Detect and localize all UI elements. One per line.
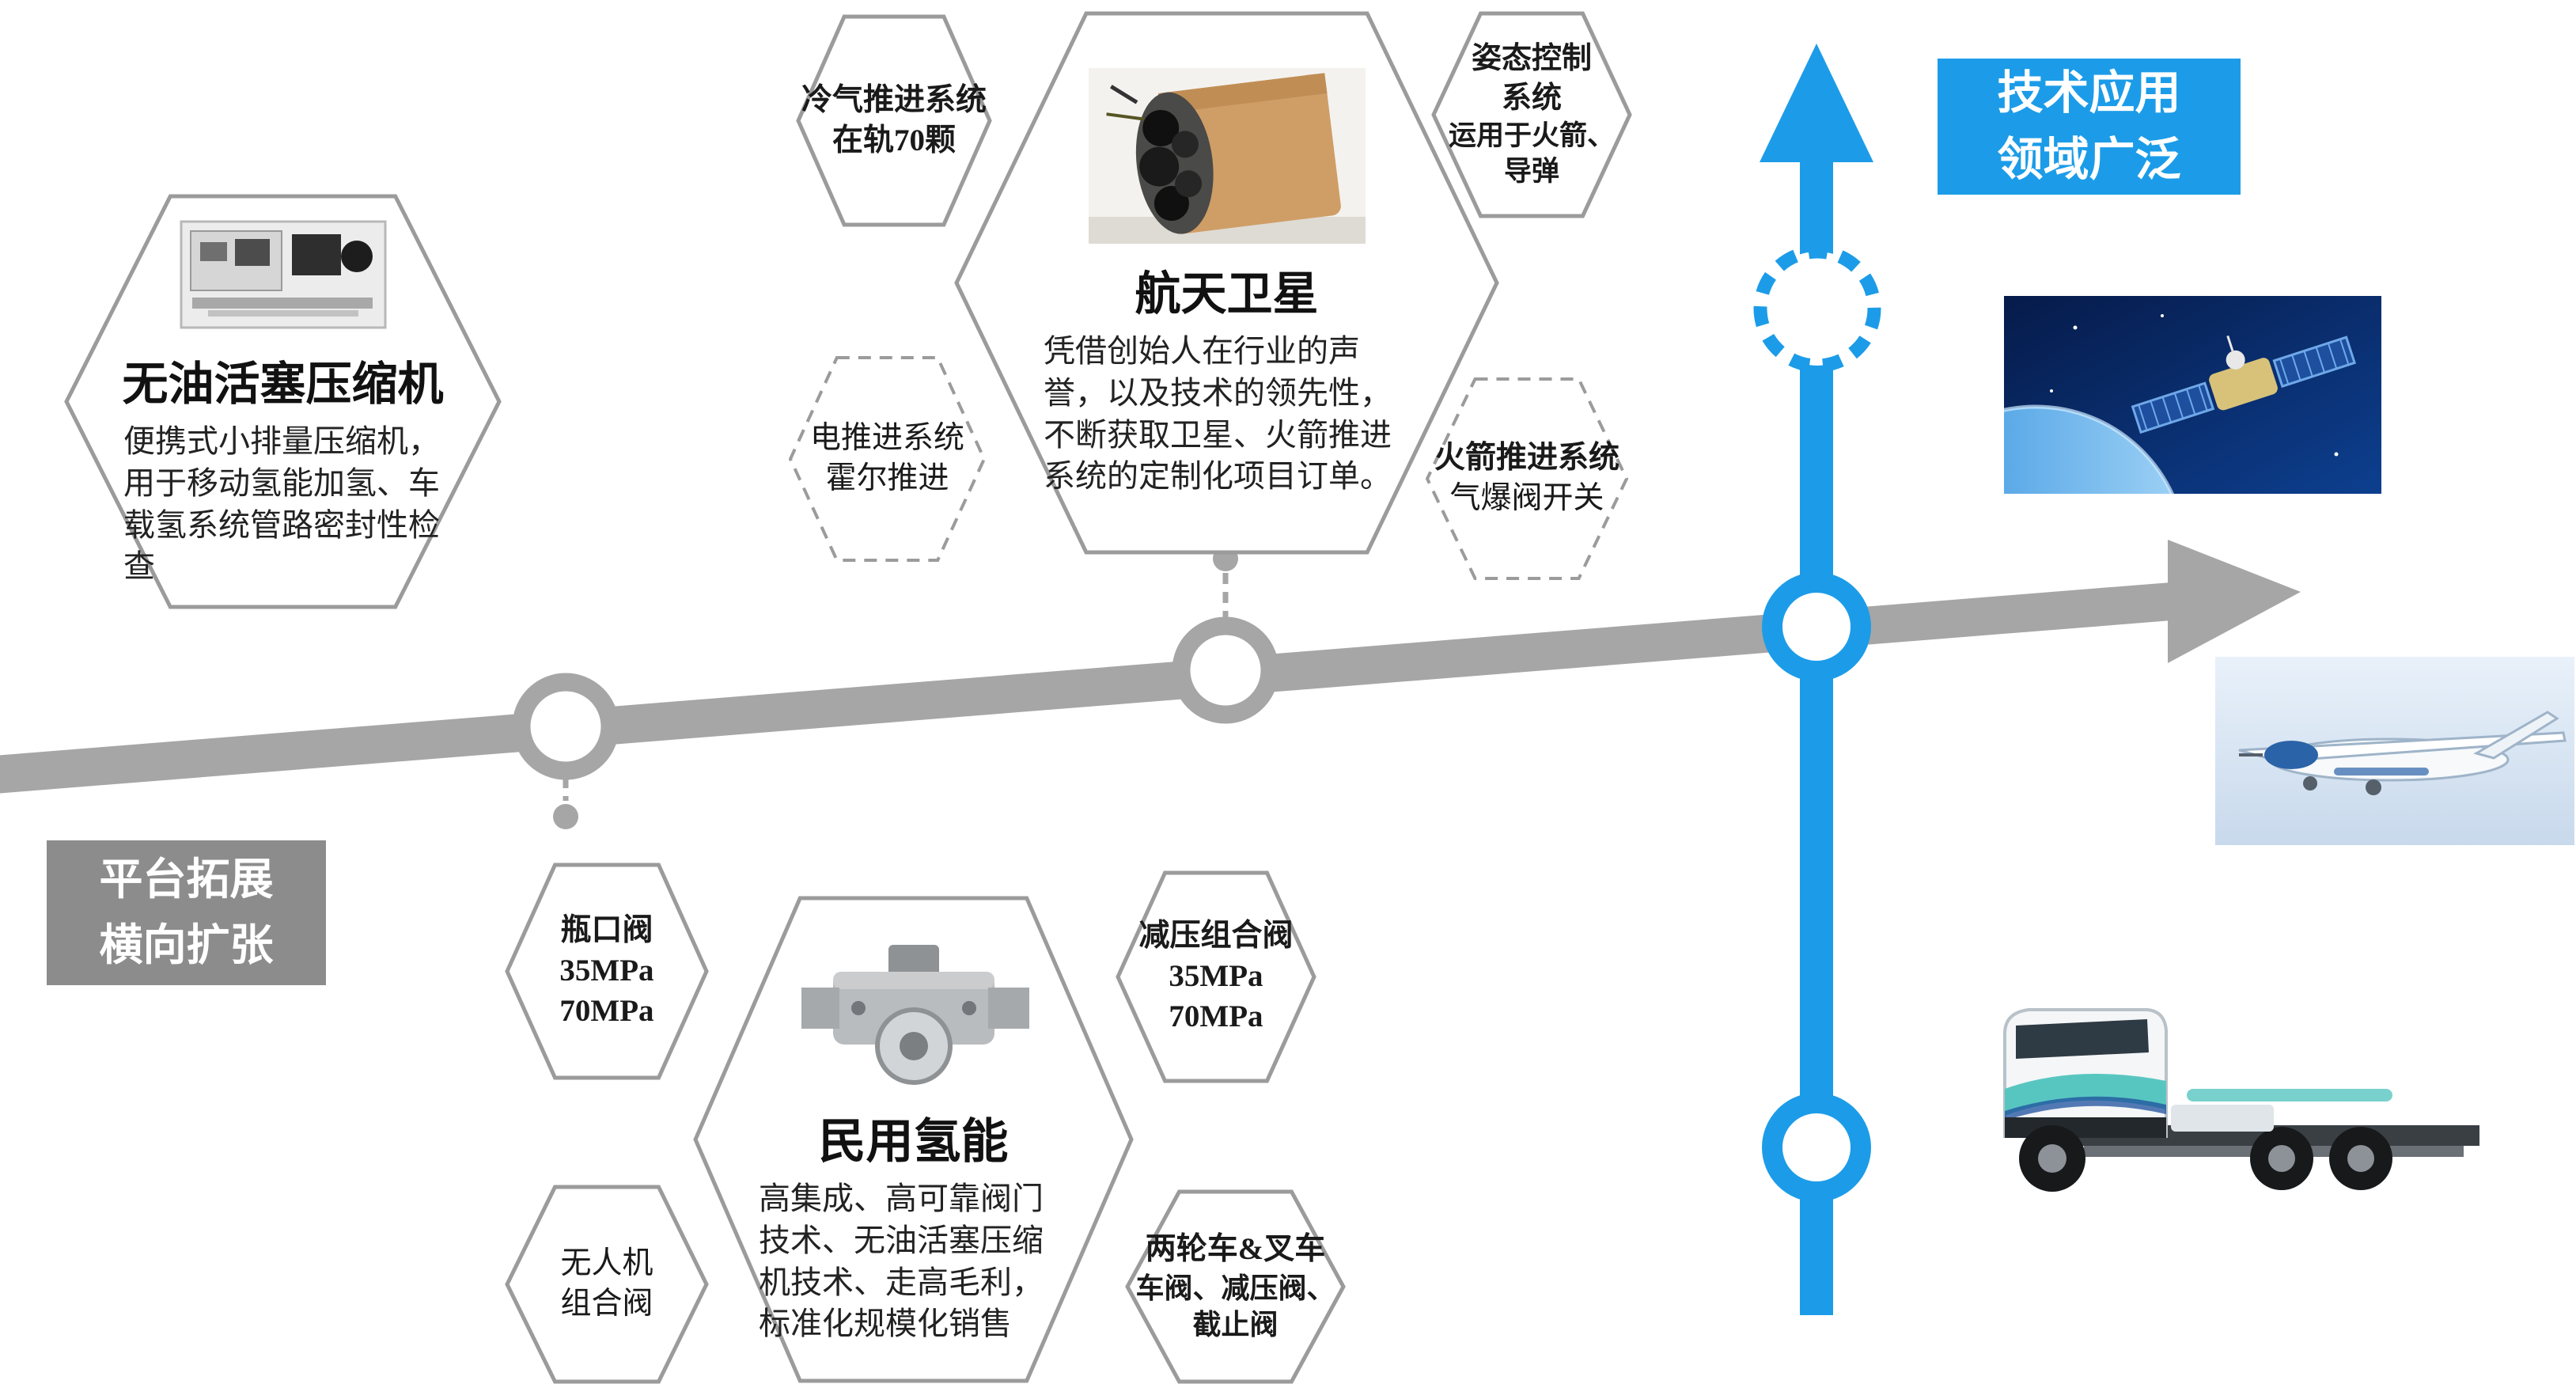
tech-label-line2: 领域广泛	[1997, 134, 2181, 185]
hex-pressure-valve: 减压组合阀 35MPa 70MPa	[1118, 873, 1314, 1081]
attitude-line1: 姿态控制	[1471, 42, 1592, 76]
hydrogen-truck-photo	[1949, 970, 2514, 1211]
platform-label-line2: 横向扩张	[99, 920, 274, 969]
civil-hydrogen-title: 民用氢能	[818, 1114, 1009, 1168]
compressor-desc: 便携式小排量压缩机，用于移动氢能加氢、车载氢系统管路密封性检查	[123, 423, 440, 585]
uav-valve-line1: 无人机	[560, 1246, 653, 1281]
pressure-valve-line2: 35MPa	[1169, 959, 1263, 994]
hex-uav-valve: 无人机 组合阀	[507, 1187, 707, 1382]
hex-bottle-valve: 瓶口阀 35MPa 70MPa	[507, 865, 707, 1078]
hex-rocket-propulsion: 火箭推进系统 气爆阀开关	[1427, 379, 1627, 578]
satellite-in-space-photo	[2004, 296, 2381, 494]
satellite-title: 航天卫星	[1135, 267, 1319, 320]
connector-node2	[1213, 546, 1238, 620]
vehicle-line2: 车阀、减压阀、	[1135, 1272, 1335, 1304]
timeline-node-2	[1172, 616, 1279, 724]
attitude-line3: 运用于火箭、	[1448, 119, 1615, 151]
valve-photo	[786, 933, 1040, 1092]
satellite-thruster-photo	[1088, 67, 1366, 244]
bottle-valve-line1: 瓶口阀	[560, 913, 653, 948]
attitude-line4: 导弹	[1503, 156, 1559, 188]
electric-line2: 霍尔推进	[825, 461, 949, 495]
electric-line1: 电推进系统	[809, 421, 964, 456]
tech-label-line1: 技术应用	[1997, 66, 2181, 119]
vertical-node-middle	[1762, 572, 1871, 681]
attitude-line2: 系统	[1501, 81, 1562, 115]
hex-electric-propulsion: 电推进系统 霍尔推进	[790, 358, 984, 560]
tech-application-label: 技术应用 领域广泛	[1938, 59, 2241, 195]
civil-hydrogen-desc: 高集成、高可靠阀门技术、无油活塞压缩机技术、走高毛利，标准化规模化销售	[759, 1180, 1044, 1342]
rocket-line1: 火箭推进系统	[1434, 441, 1619, 476]
platform-label-line1: 平台拓展	[99, 855, 274, 904]
compressor-photo	[180, 220, 386, 329]
cold-gas-line1: 冷气推进系统	[801, 82, 987, 117]
bottle-valve-line3: 70MPa	[559, 993, 654, 1028]
bottle-valve-line2: 35MPa	[559, 954, 654, 988]
uav-photo	[2215, 657, 2574, 845]
hex-attitude-control: 姿态控制 系统 运用于火箭、 导弹	[1434, 13, 1630, 216]
pressure-valve-line3: 70MPa	[1169, 999, 1263, 1033]
platform-expansion-label: 平台拓展 横向扩张	[47, 840, 326, 985]
hex-civil-hydrogen: 民用氢能 高集成、高可靠阀门技术、无油活塞压缩机技术、走高毛利，标准化规模化销售	[695, 898, 1131, 1381]
uav-valve-line2: 组合阀	[560, 1287, 653, 1321]
hex-satellite: 航天卫星 凭借创始人在行业的声誉，以及技术的领先性，不断获取卫星、火箭推进系统的…	[957, 13, 1497, 552]
vertical-node-dashed	[1753, 245, 1881, 373]
pressure-valve-line1: 减压组合阀	[1138, 919, 1294, 954]
hex-cold-gas: 冷气推进系统 在轨70颗	[798, 17, 990, 225]
hex-vehicle-valve: 两轮车&叉车 车阀、减压阀、 截止阀	[1127, 1192, 1343, 1382]
cold-gas-line2: 在轨70颗	[832, 123, 956, 157]
hex-compressor: 无油活塞压缩机 便携式小排量压缩机，用于移动氢能加氢、车载氢系统管路密封性检查	[66, 196, 499, 607]
timeline-node-1	[512, 673, 619, 780]
vehicle-line3: 截止阀	[1192, 1309, 1279, 1341]
connector-node1	[553, 777, 578, 829]
rocket-line2: 气爆阀开关	[1449, 481, 1604, 515]
satellite-desc: 凭借创始人在行业的声誉，以及技术的领先性，不断获取卫星、火箭推进系统的定制化项目…	[1044, 332, 1392, 495]
vertical-node-lower	[1762, 1093, 1871, 1202]
compressor-title: 无油活塞压缩机	[122, 358, 444, 410]
vehicle-line1: 两轮车&叉车	[1145, 1231, 1326, 1266]
